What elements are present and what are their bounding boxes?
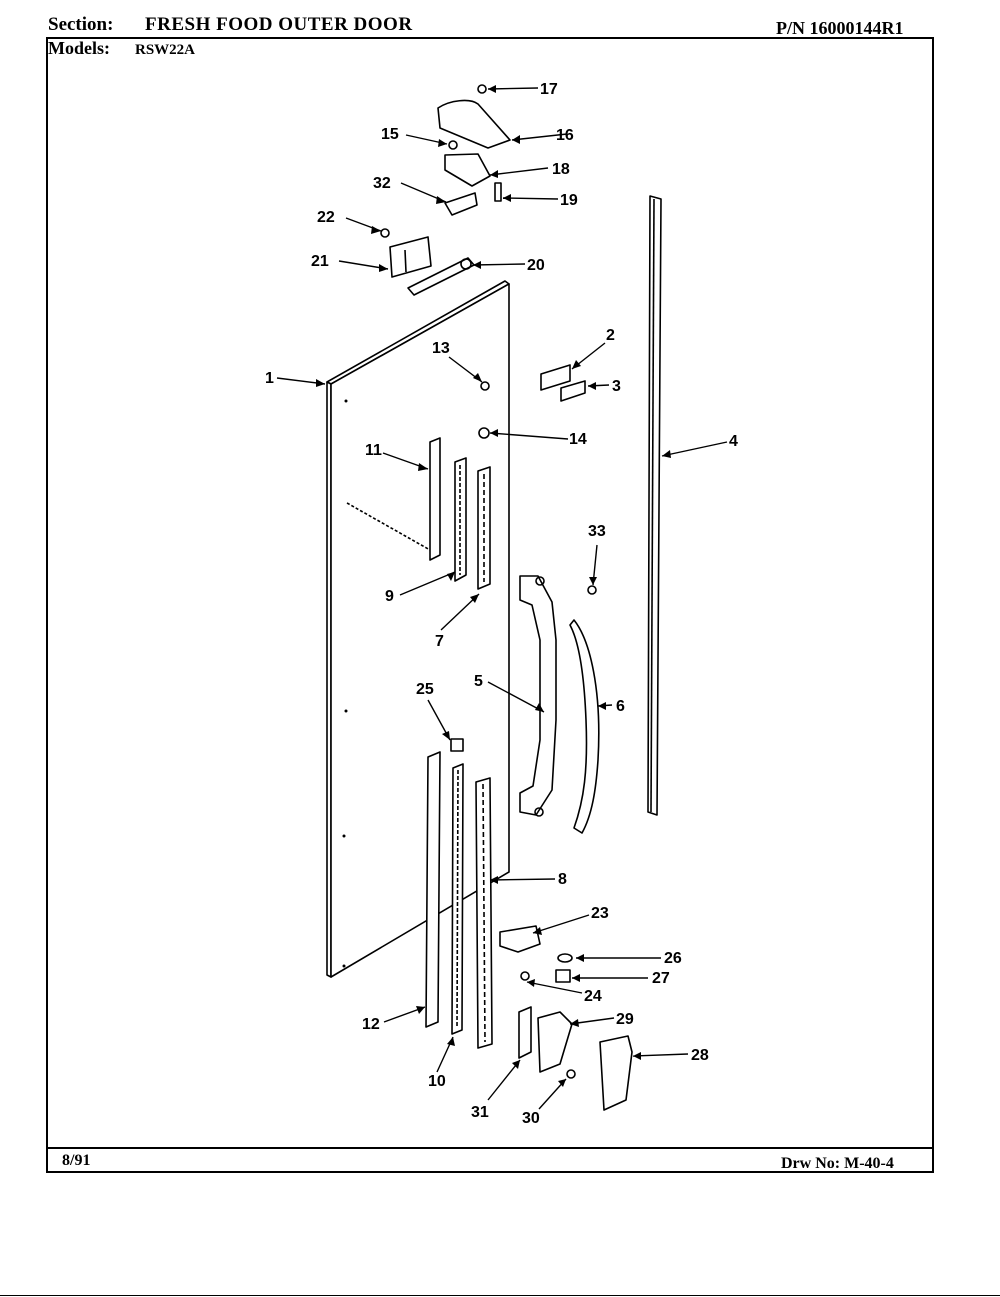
part-6-handle-trim	[569, 619, 600, 834]
part-3-block	[560, 380, 586, 402]
callout-31: 31	[471, 1104, 489, 1121]
part-11-strip	[429, 437, 441, 561]
callout-32: 32	[373, 175, 391, 192]
callout-22: 22	[317, 209, 335, 226]
part-25-block	[450, 738, 464, 752]
part-1-door-panel	[326, 280, 510, 978]
callout-17: 17	[540, 81, 558, 98]
callout-21: 21	[311, 253, 329, 270]
callout-4: 4	[729, 433, 738, 450]
part-26-bushing	[557, 953, 573, 963]
diagram-frame	[46, 37, 934, 1173]
callout-10: 10	[428, 1073, 446, 1090]
callout-13: 13	[432, 340, 450, 357]
callout-28: 28	[691, 1047, 709, 1064]
part-2-block	[540, 364, 571, 391]
callout-3: 3	[612, 378, 621, 395]
part-number: P/N 16000144R1	[776, 18, 904, 38]
section-label: Section:	[48, 14, 114, 35]
part-33-screw	[587, 585, 597, 595]
part-23-bracket	[499, 925, 541, 953]
section-title: FRESH FOOD OUTER DOOR	[145, 14, 413, 35]
callout-11: 11	[365, 442, 382, 459]
part-32-plate	[444, 192, 478, 216]
revision-date: 8/91	[62, 1152, 91, 1169]
callout-30: 30	[522, 1110, 540, 1127]
models-value: RSW22A	[135, 42, 196, 58]
callout-20: 20	[527, 257, 545, 274]
part-29-hinge	[537, 1011, 573, 1073]
part-17-screw	[477, 84, 487, 94]
callout-14: 14	[569, 431, 587, 448]
part-7-channel	[477, 466, 491, 590]
callout-25: 25	[416, 681, 434, 698]
callout-8: 8	[558, 871, 567, 888]
part-13-screw	[480, 381, 490, 391]
part-24-pin	[520, 971, 530, 981]
part-4-gasket	[647, 195, 662, 816]
callout-33: 33	[588, 523, 606, 540]
part-30-screw	[566, 1069, 576, 1079]
part-12-strip	[425, 751, 441, 1028]
part-31-plate	[518, 1006, 532, 1059]
part-19-pin	[494, 182, 502, 202]
part-16-cover	[437, 99, 511, 149]
callout-1: 1	[265, 370, 274, 387]
callout-26: 26	[664, 950, 682, 967]
part-28-cover	[599, 1035, 633, 1111]
callout-7: 7	[435, 633, 444, 650]
part-8-channel	[475, 777, 493, 1049]
drawing-number: Drw No: M-40-4	[781, 1155, 894, 1172]
part-21-hinge	[389, 236, 432, 278]
callout-27: 27	[652, 970, 670, 987]
callout-23: 23	[591, 905, 609, 922]
callout-19: 19	[560, 192, 578, 209]
callout-24: 24	[584, 988, 602, 1005]
part-14-screw	[478, 427, 490, 439]
part-10-channel	[451, 763, 464, 1035]
part-9-channel	[454, 457, 467, 582]
callout-29: 29	[616, 1011, 634, 1028]
callout-18: 18	[552, 161, 570, 178]
part-5-handle	[519, 575, 557, 817]
models-label: Models:	[48, 38, 110, 58]
callout-15: 15	[381, 126, 399, 143]
callout-5: 5	[474, 673, 483, 690]
callout-12: 12	[362, 1016, 380, 1033]
callout-16: 16	[556, 127, 574, 144]
part-27-spacer	[555, 969, 571, 983]
callout-6: 6	[616, 698, 625, 715]
part-22-screw	[380, 228, 390, 238]
part-15-screw	[448, 140, 458, 150]
callout-2: 2	[606, 327, 615, 344]
callout-9: 9	[385, 588, 394, 605]
page-bottom-rule	[0, 1295, 1000, 1296]
part-18-plate	[444, 153, 491, 187]
callout-labels: 17 16 15 18 19 32 22 21 20 2 3 13 1 14 4…	[265, 81, 738, 1127]
arrowheads	[316, 85, 671, 1087]
